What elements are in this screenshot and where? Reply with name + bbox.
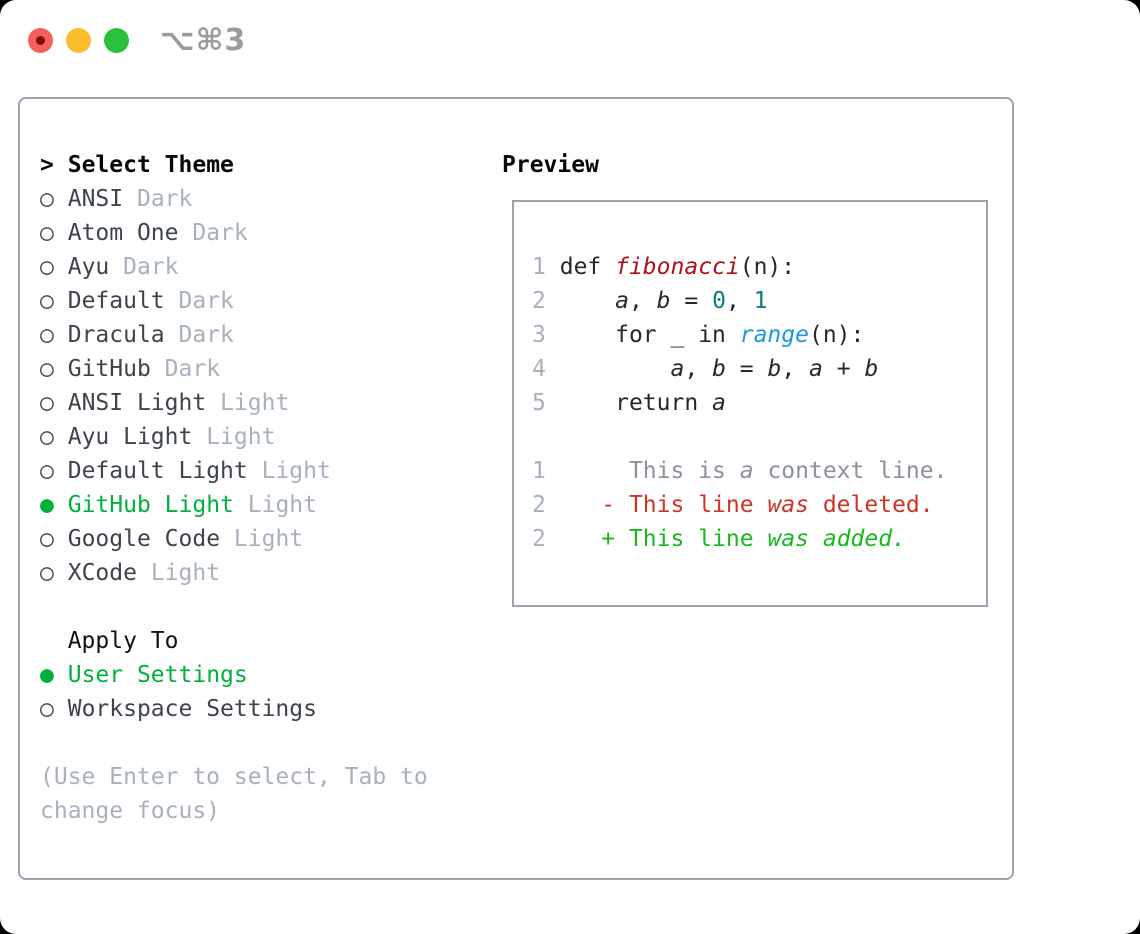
theme-column: > Select Theme ○ ANSI Dark○ Atom One Dar… xyxy=(40,148,502,878)
radio-selected-icon: ● xyxy=(40,662,54,688)
theme-item-label: GitHub Light xyxy=(67,492,234,518)
radio-unselected-icon: ○ xyxy=(40,186,54,212)
preview-code-line: 4 a, b = b, a + b xyxy=(532,356,879,382)
line-number: 2 xyxy=(532,526,546,552)
apply-to-heading: Apply To xyxy=(40,624,502,658)
theme-variant-label: Light xyxy=(261,458,331,484)
theme-list: ○ ANSI Dark○ Atom One Dark○ Ayu Dark○ De… xyxy=(40,182,502,590)
spacer xyxy=(40,726,502,760)
line-number: 2 xyxy=(532,492,546,518)
spacer xyxy=(40,590,502,624)
window-shortcut-label: ⌥⌘3 xyxy=(160,22,247,58)
theme-picker-panel: > Select Theme ○ ANSI Dark○ Atom One Dar… xyxy=(18,97,1014,880)
zoom-button[interactable] xyxy=(104,27,129,53)
theme-variant-label: Light xyxy=(247,492,317,518)
theme-item[interactable]: ○ Default Dark xyxy=(40,284,502,318)
theme-item[interactable]: ● GitHub Light Light xyxy=(40,488,502,522)
titlebar: ⌥⌘3 xyxy=(0,0,1140,80)
theme-variant-label: Dark xyxy=(192,220,248,246)
preview-code-line: 3 for _ in range(n): xyxy=(532,322,865,348)
select-theme-title: Select Theme xyxy=(67,152,234,178)
theme-variant-label: Dark xyxy=(123,254,179,280)
apply-option-label: Workspace Settings xyxy=(67,696,317,722)
close-button[interactable] xyxy=(28,27,53,53)
preview-code-line: 1 This is a context line. xyxy=(532,458,948,484)
radio-unselected-icon: ○ xyxy=(40,526,54,552)
theme-variant-label: Light xyxy=(206,424,276,450)
theme-variant-label: Dark xyxy=(178,288,234,314)
theme-variant-label: Light xyxy=(150,560,221,586)
theme-item-label: Atom One xyxy=(67,220,179,246)
theme-item[interactable]: ○ Google Code Light xyxy=(40,522,502,556)
radio-unselected-icon: ○ xyxy=(40,220,54,246)
theme-variant-label: Light xyxy=(220,390,290,416)
theme-variant-label: Light xyxy=(233,526,304,552)
theme-item[interactable]: ○ Ayu Dark xyxy=(40,250,502,284)
line-number: 4 xyxy=(532,356,546,382)
minimize-button[interactable] xyxy=(66,27,91,53)
theme-variant-label: Dark xyxy=(136,186,193,212)
theme-item[interactable]: ○ ANSI Light Light xyxy=(40,386,502,420)
theme-variant-label: Dark xyxy=(164,356,221,382)
radio-unselected-icon: ○ xyxy=(40,288,54,314)
preview-code-line: 2 + This line was added. xyxy=(532,526,906,552)
preview-code-line: 5 return a xyxy=(532,390,726,416)
radio-unselected-icon: ○ xyxy=(40,356,54,382)
radio-unselected-icon: ○ xyxy=(40,254,54,280)
preview-code-line xyxy=(532,420,968,454)
preview-lines: 1 def fibonacci(n): 2 a, b = 0, 1 3 for _ … xyxy=(532,250,968,556)
radio-unselected-icon: ○ xyxy=(40,696,54,722)
radio-unselected-icon: ○ xyxy=(40,322,54,348)
unsaved-indicator-icon xyxy=(36,35,45,45)
apply-option[interactable]: ● User Settings xyxy=(40,658,502,692)
cursor-icon: > xyxy=(40,152,54,178)
theme-item-label: Default Light xyxy=(67,458,248,484)
line-number: 1 xyxy=(532,254,546,280)
theme-item[interactable]: ○ ANSI Dark xyxy=(40,182,502,216)
line-number: 1 xyxy=(532,458,546,484)
radio-unselected-icon: ○ xyxy=(40,390,54,416)
hint-text: (Use Enter to select, Tab to change focu… xyxy=(40,760,502,828)
radio-unselected-icon: ○ xyxy=(40,458,54,484)
traffic-lights xyxy=(28,27,129,53)
apply-to-list: ● User Settings○ Workspace Settings xyxy=(40,658,502,726)
apply-option[interactable]: ○ Workspace Settings xyxy=(40,692,502,726)
theme-item-label: Dracula xyxy=(67,322,165,348)
theme-item-label: ANSI Light xyxy=(67,390,207,416)
theme-item[interactable]: ○ GitHub Dark xyxy=(40,352,502,386)
hint-line-1: (Use Enter to select, Tab to xyxy=(40,764,428,790)
theme-variant-label: Dark xyxy=(178,322,234,348)
radio-selected-icon: ● xyxy=(40,492,54,518)
preview-column: Preview 1 def fibonacci(n): 2 a, b = 0, 1… xyxy=(502,148,1012,878)
apply-to-title: Apply To xyxy=(67,628,179,654)
theme-item-label: Default xyxy=(67,288,165,314)
theme-item[interactable]: ○ Dracula Dark xyxy=(40,318,502,352)
theme-item[interactable]: ○ Ayu Light Light xyxy=(40,420,502,454)
theme-item-label: Google Code xyxy=(67,526,221,552)
preview-box: 1 def fibonacci(n): 2 a, b = 0, 1 3 for _ … xyxy=(512,200,988,607)
preview-code-line: 2 a, b = 0, 1 xyxy=(532,288,768,314)
hint-line-2: change focus) xyxy=(40,798,221,824)
theme-item[interactable]: ○ Default Light Light xyxy=(40,454,502,488)
line-number: 3 xyxy=(532,322,546,348)
preview-heading: Preview xyxy=(502,152,599,178)
select-theme-heading: > Select Theme xyxy=(40,148,502,182)
theme-item[interactable]: ○ XCode Light xyxy=(40,556,502,590)
theme-item-label: Ayu xyxy=(67,254,110,280)
preview-code-line: 1 def fibonacci(n): xyxy=(532,254,796,280)
radio-unselected-icon: ○ xyxy=(40,560,54,586)
line-number: 2 xyxy=(532,288,546,314)
theme-item-label: XCode xyxy=(67,560,137,586)
theme-item-label: Ayu Light xyxy=(67,424,193,450)
preview-code-line: 2 - This line was deleted. xyxy=(532,492,934,518)
apply-option-label: User Settings xyxy=(67,662,248,688)
theme-item[interactable]: ○ Atom One Dark xyxy=(40,216,502,250)
theme-item-label: GitHub xyxy=(67,356,151,382)
line-number: 5 xyxy=(532,390,546,416)
radio-unselected-icon: ○ xyxy=(40,424,54,450)
theme-item-label: ANSI xyxy=(67,186,124,212)
